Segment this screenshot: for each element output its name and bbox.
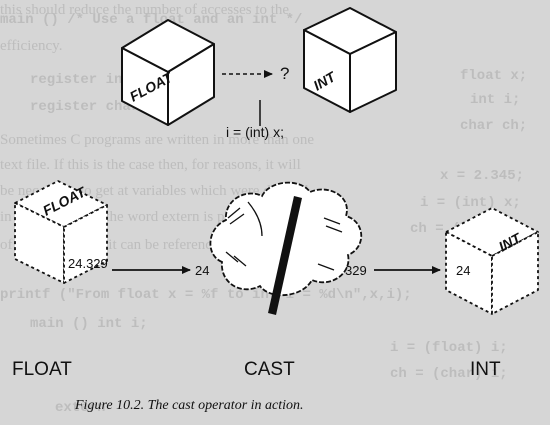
cast-knife xyxy=(268,196,302,315)
question-mark: ? xyxy=(280,64,289,83)
label-int: INT xyxy=(470,359,501,380)
float-cube xyxy=(14,180,108,284)
figure-caption: Figure 10.2. The cast operator in action… xyxy=(75,398,304,413)
top-float-cube xyxy=(121,19,215,126)
cloud-edge-strokes xyxy=(225,201,343,271)
label-cast: CAST xyxy=(244,359,295,380)
fraction-part-value: 329 xyxy=(345,263,367,278)
cast-statement: i = (int) x; xyxy=(226,124,284,140)
label-float: FLOAT xyxy=(12,359,72,380)
top-int-cube xyxy=(303,7,397,113)
float-value: 24.329 xyxy=(68,256,108,271)
int-cube xyxy=(445,207,539,315)
integer-part-value: 24 xyxy=(195,263,209,278)
int-value: 24 xyxy=(456,263,470,278)
